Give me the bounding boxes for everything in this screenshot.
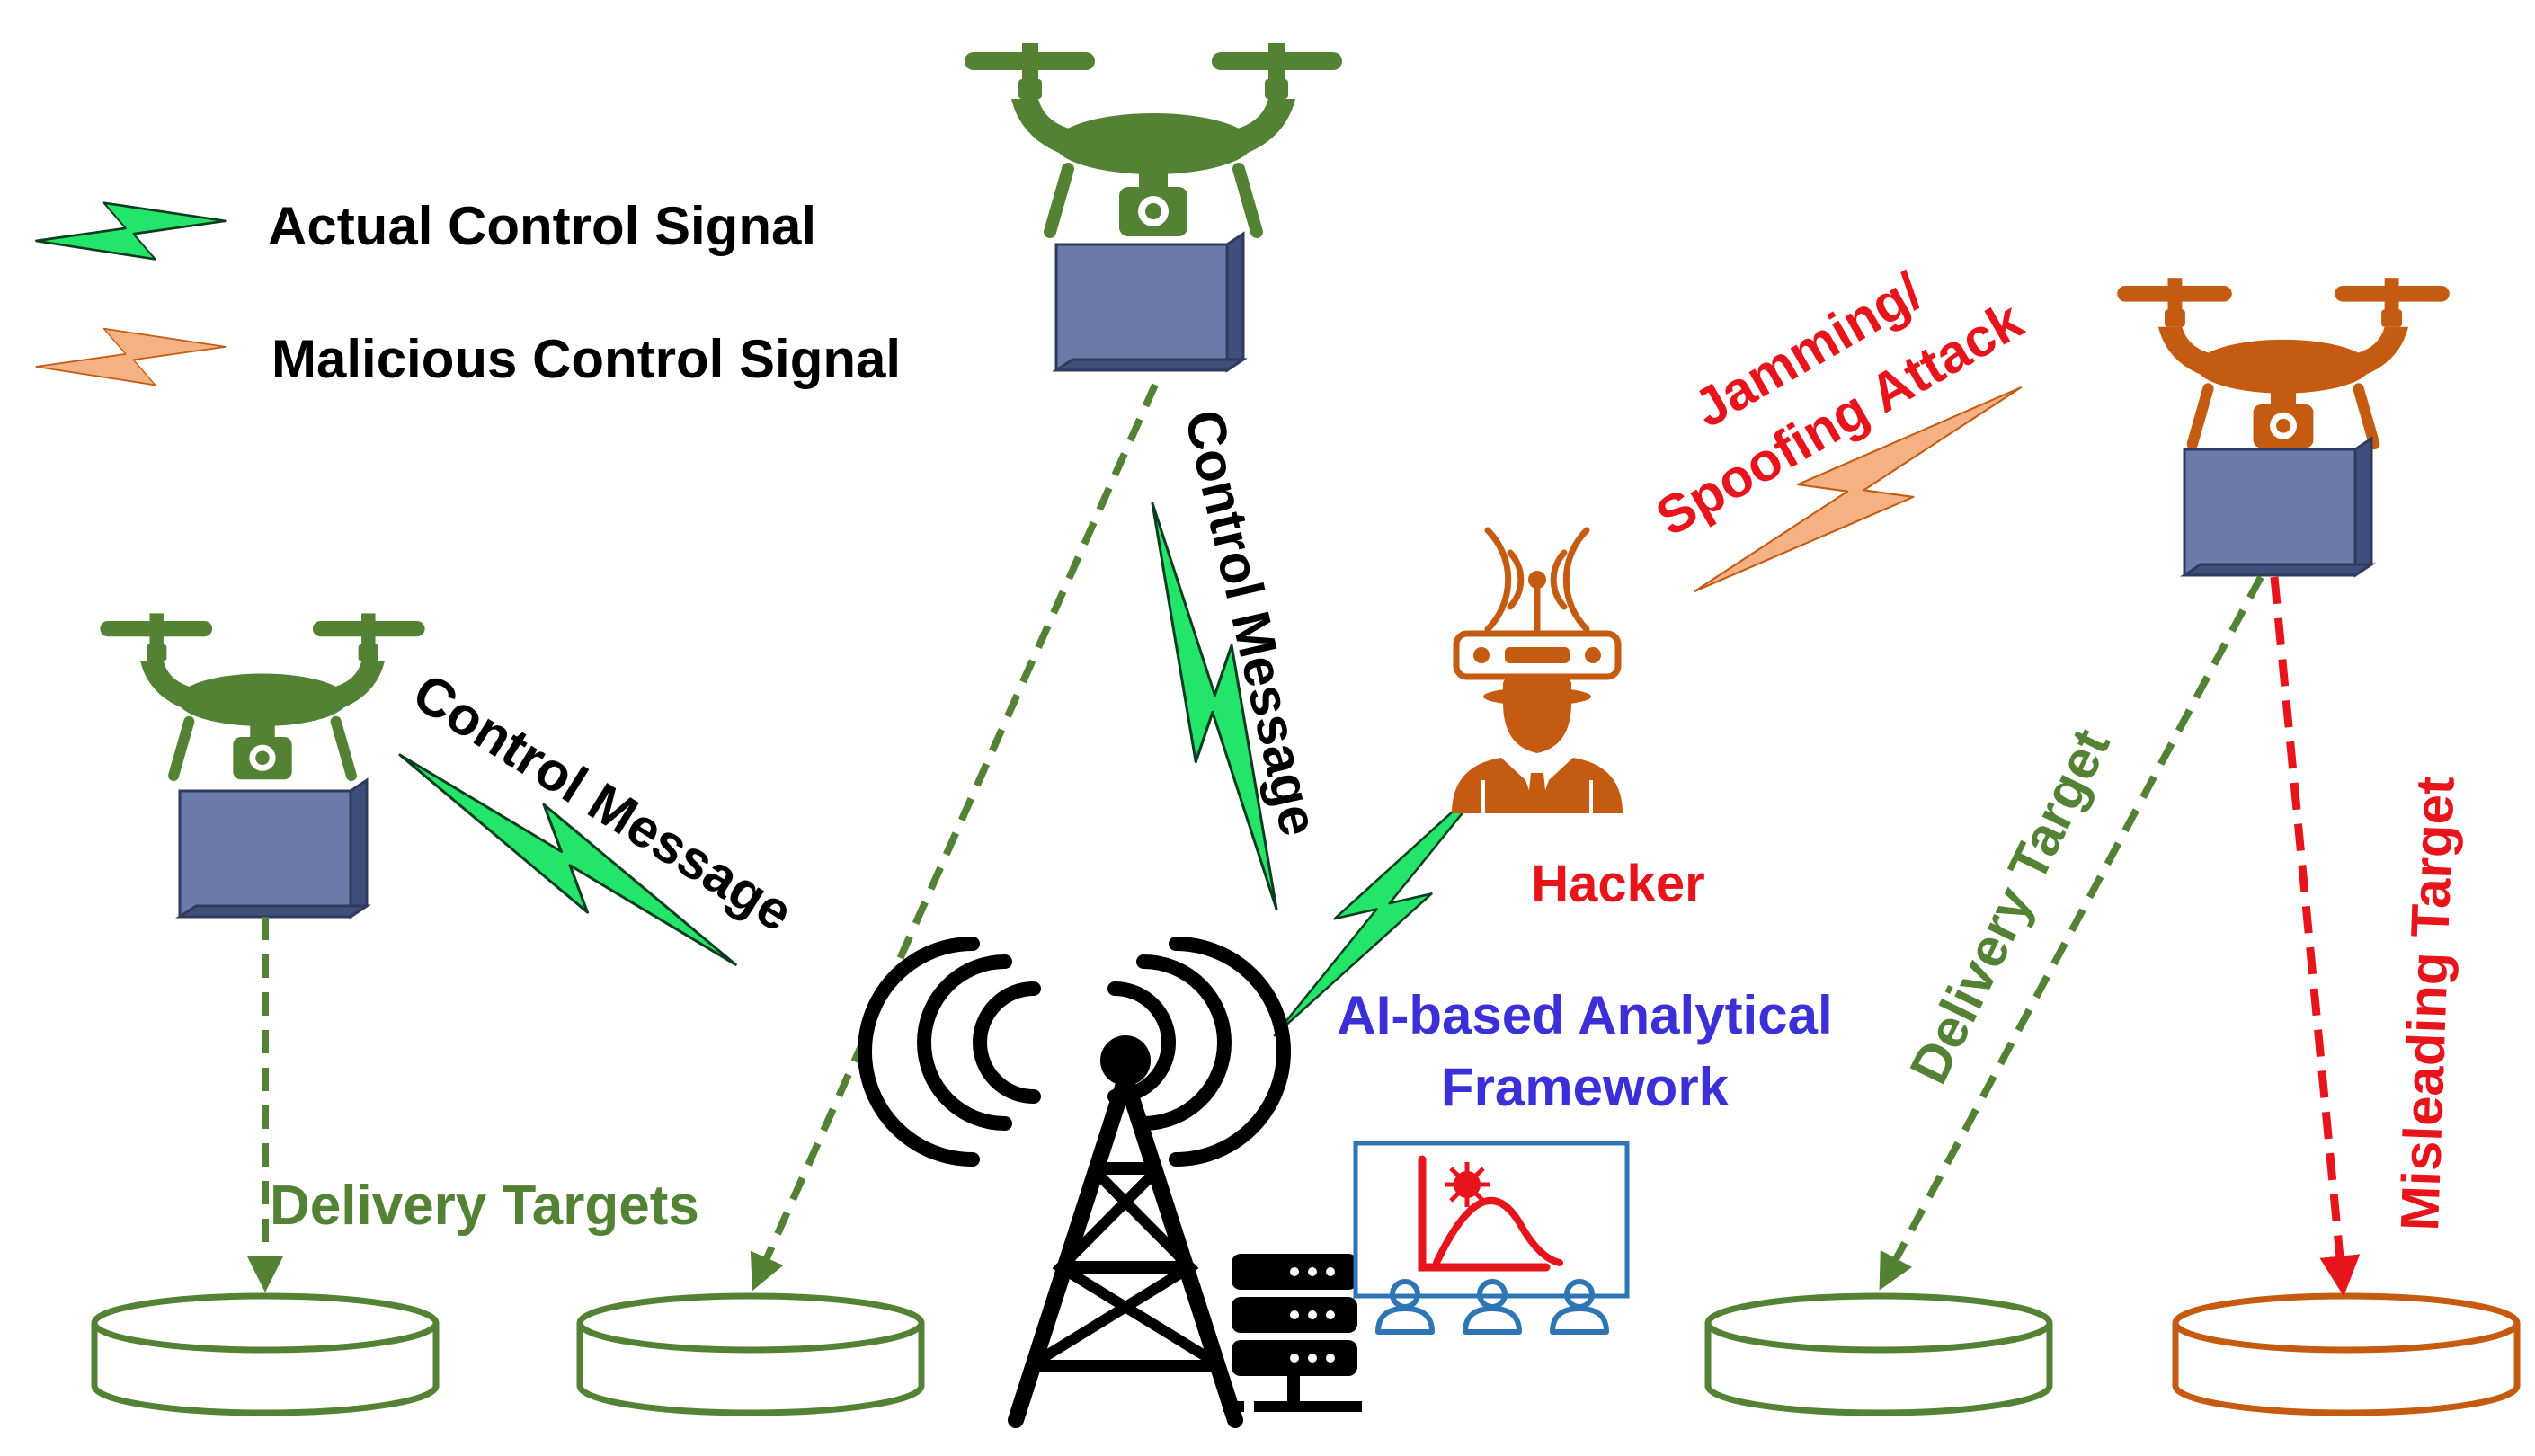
drone-top [965,43,1342,372]
delivery-target-label: Delivery Target [1898,720,2121,1093]
hacker-icon [1452,527,1623,813]
delivery-arrow-right [1879,575,2264,1291]
cell-tower-icon [858,937,1291,1428]
payload-box-icon [178,778,369,919]
legend-actual-label: Actual Control Signal [268,196,816,256]
delivery-targets-label: Delivery Targets [270,1175,699,1237]
delivery-pad-icon [2175,1296,2517,1413]
legend-actual-signal-icon [31,189,230,273]
analytics-monitor-icon [1353,1141,1630,1332]
drone-icon [2117,278,2450,448]
drone-left [100,613,424,919]
virus-icon [1445,1162,1490,1207]
payload-box-icon [2183,437,2373,577]
ai-framework-label-line1: AI-based Analytical [1337,985,1832,1045]
payload-box-icon [1054,232,1245,372]
legend-malicious-signal-icon [31,315,230,398]
drone-icon [965,43,1342,236]
delivery-pad-icon [580,1296,921,1413]
ai-framework-label-line2: Framework [1441,1057,1730,1117]
server-rack-icon [1223,1254,1362,1412]
legend: Actual Control Signal Malicious Control … [31,189,901,398]
misleading-arrow [2270,576,2361,1297]
delivery-arrow-top [750,383,1159,1292]
delivery-pad-icon [94,1296,436,1413]
legend-malicious-label: Malicious Control Signal [271,329,901,389]
hacker-label: Hacker [1531,855,1704,913]
delivery-pad-icon [1708,1296,2050,1413]
drone-icon [100,613,424,779]
misleading-target-label: Misleading Target [2389,776,2466,1232]
drone-malicious [2117,278,2450,577]
